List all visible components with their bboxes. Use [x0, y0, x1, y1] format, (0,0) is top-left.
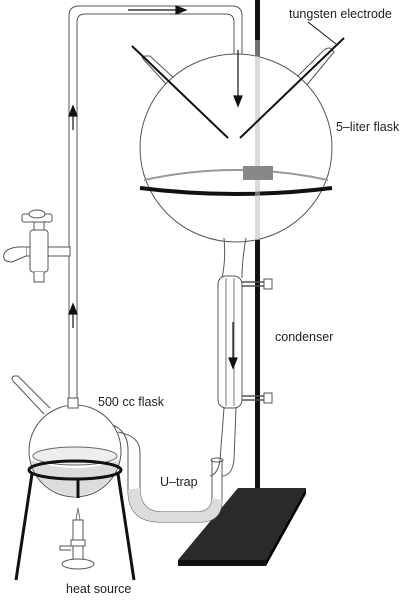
u-trap-outer [109, 423, 223, 523]
connecting-tube [68, 5, 243, 402]
flask-equator-clamp [139, 186, 333, 196]
stopcock-stem [33, 222, 45, 230]
label-u-trap: U–trap [160, 475, 198, 489]
arrow-down-head [233, 95, 243, 108]
flask-stem-right [241, 237, 247, 279]
tripod-leg-left [14, 473, 34, 581]
small-flask-neck [67, 397, 79, 409]
condenser-inner-tube [225, 278, 235, 406]
burner-gas-inlet [59, 545, 71, 551]
u-trap-liquid [128, 488, 222, 522]
stopcock-drain [33, 272, 45, 283]
label-tungsten-electrode: tungsten electrode [289, 7, 392, 21]
stand-base-plate [178, 488, 306, 560]
label-five-liter-flask: 5–liter flask [336, 120, 400, 134]
u-trap [109, 407, 237, 523]
flask-equator-back [143, 169, 329, 181]
burner-collar [70, 539, 86, 547]
condenser-clamp-bottom-pad [263, 392, 273, 404]
left-electrode [131, 45, 229, 139]
ring-stand [178, 0, 306, 566]
stand-base-side [266, 488, 306, 566]
rod-clamp [243, 166, 273, 180]
tripod [14, 459, 136, 581]
tungsten-electrodes [131, 21, 345, 139]
label-heat-source: heat source [66, 582, 132, 596]
flask-stem-left [221, 237, 226, 279]
stand-rod-inside-flask [255, 40, 260, 240]
stand-rod [255, 0, 260, 505]
stopcock-left-tip [3, 246, 27, 263]
tube-inner [76, 13, 235, 402]
burner-base [61, 558, 95, 570]
right-electrode [239, 37, 345, 139]
arrow-up-1-head [68, 104, 78, 117]
condenser-jacket [217, 275, 243, 409]
u-trap-inner [117, 431, 213, 513]
side-arm [11, 375, 51, 415]
label-five-hundred-cc-flask: 500 cc flask [98, 395, 165, 409]
flow-arrows [68, 5, 243, 370]
electrode-leader [307, 21, 337, 45]
arrow-top-head [175, 5, 188, 15]
condenser-clamp-top-pad [263, 278, 273, 290]
stopcock-knob [28, 209, 46, 219]
label-condenser: condenser [275, 330, 334, 344]
tripod-ring [27, 459, 123, 481]
arrow-up-2-head [68, 302, 78, 315]
u-trap-mouth [210, 457, 224, 463]
condenser [217, 275, 273, 409]
return-tube-right [221, 407, 237, 477]
bunsen-burner [59, 507, 95, 570]
stopcock [3, 209, 71, 283]
burner-flame [75, 507, 81, 521]
tripod-leg-right [116, 473, 136, 581]
arrow-condenser-head [228, 357, 238, 370]
tube-outer [68, 5, 243, 402]
stand-base-edge [178, 560, 266, 566]
stopcock-body [29, 229, 49, 273]
